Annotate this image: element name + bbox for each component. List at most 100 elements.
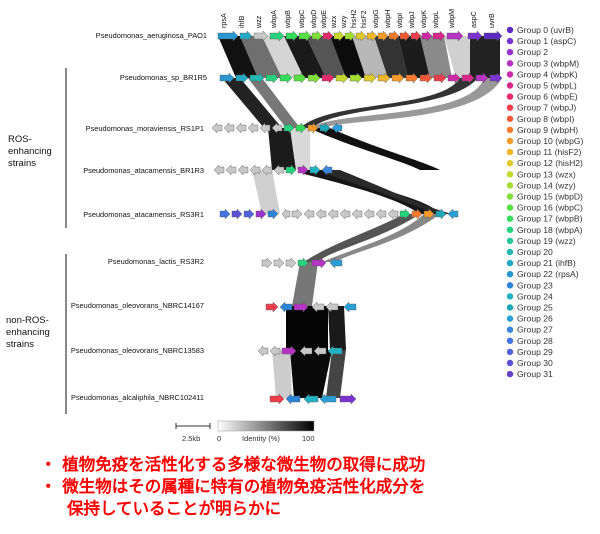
gene-arrow <box>447 208 459 220</box>
legend-label: Group 18 (wbpA) <box>517 225 583 235</box>
gene-arrow <box>237 164 249 176</box>
gene-arrow <box>307 72 321 84</box>
identity-link <box>420 36 452 78</box>
identity-link <box>374 36 408 78</box>
gene-arrow <box>259 122 271 134</box>
identity-min-label: 0 <box>217 434 221 443</box>
non-ros-label-line: non-ROS- <box>6 315 49 326</box>
gene-label: hisH2 <box>349 10 358 28</box>
legend-label: Group 0 (uvrB) <box>517 25 574 35</box>
identity-link <box>300 78 478 128</box>
length-scale-bar: 2.5kb <box>175 423 211 443</box>
gene-arrow <box>297 164 309 176</box>
gene-arrow <box>446 30 464 42</box>
legend-swatch <box>506 182 514 189</box>
gene-arrow <box>243 208 255 220</box>
legend-swatch <box>506 37 514 45</box>
gene-arrow <box>387 208 399 220</box>
gene-arrow <box>321 72 335 84</box>
legend-label: Group 17 (wbpB) <box>517 214 583 224</box>
legend-label: Group 21 (ihfB) <box>517 258 576 268</box>
gene-arrows <box>211 30 503 405</box>
gene-arrow <box>461 72 475 84</box>
legend-label: Group 23 <box>517 280 553 290</box>
gene-arrow <box>311 257 327 269</box>
legend-swatch <box>506 49 514 56</box>
gene-arrow <box>355 30 367 42</box>
legend-swatch <box>506 237 514 245</box>
identity-link <box>310 128 440 170</box>
gene-arrow <box>231 208 243 220</box>
gene-arrow <box>333 30 345 42</box>
gene-arrow <box>421 30 433 42</box>
legend-swatch <box>506 93 514 100</box>
identity-label: Identity (%) <box>242 434 280 443</box>
legend-swatch <box>506 326 514 333</box>
gene-arrow <box>410 30 422 42</box>
gene-arrow <box>307 122 319 134</box>
legend-swatch <box>506 26 514 34</box>
summary-line: ・ 植物免疫を活性化する多様な微生物の取得に成功 <box>40 455 426 474</box>
gene-arrow <box>377 30 389 42</box>
gene-arrow <box>319 122 331 134</box>
ros-label-line: strains <box>8 158 36 169</box>
non-ros-group-label: non-ROS- enhancing strains <box>6 254 67 414</box>
identity-link <box>252 170 280 214</box>
gene-arrow <box>281 345 297 357</box>
gene-arrow <box>467 30 483 42</box>
gene-arrow <box>213 164 225 176</box>
identity-link <box>304 214 420 262</box>
strain-label: Pseudomonas_oleovorans_NBRC13583 <box>71 346 204 355</box>
gene-arrow <box>475 72 489 84</box>
legend-swatch <box>506 160 514 167</box>
gene-arrow <box>269 30 285 42</box>
identity-link <box>272 350 292 398</box>
identity-link <box>330 36 366 78</box>
legend-swatch <box>506 60 514 67</box>
gene-arrow <box>375 208 387 220</box>
gene-arrow <box>235 72 249 84</box>
legend-swatch <box>506 259 514 267</box>
gene-arrow <box>217 30 239 42</box>
gene-label: hisF2 <box>359 10 368 28</box>
legend-label: Group 9 (wbpH) <box>517 125 578 135</box>
gene-label: uvrB <box>487 13 496 28</box>
gene-arrow <box>261 164 273 176</box>
legend-swatch <box>506 315 514 322</box>
gene-arrow <box>285 164 297 176</box>
gene-arrow <box>329 257 343 269</box>
legend-label: Group 13 (wzx) <box>517 169 576 179</box>
gene-arrow <box>391 72 405 84</box>
legend-label: Group 16 (wbpC) <box>517 203 583 213</box>
ros-label-line: ROS- <box>8 134 32 145</box>
gene-arrow <box>265 301 279 313</box>
identity-link <box>290 128 310 170</box>
gene-arrow <box>273 257 285 269</box>
gene-arrow <box>249 164 261 176</box>
gene-label: wzx <box>329 15 338 29</box>
legend-label: Group 6 (wbpE) <box>517 92 578 102</box>
gene-arrow <box>363 208 375 220</box>
gene-arrow <box>399 208 411 220</box>
legend-swatch <box>506 215 514 222</box>
legend-swatch <box>506 82 514 89</box>
legend-swatch <box>506 293 514 300</box>
legend-label: Group 12 (hisH2) <box>517 158 583 168</box>
gene-arrow <box>433 72 447 84</box>
identity-link <box>470 36 500 78</box>
gene-arrow <box>223 122 235 134</box>
gene-arrow <box>293 72 307 84</box>
synteny-links <box>218 36 502 398</box>
legend-label: Group 19 (wzz) <box>517 236 576 246</box>
legend-label: Group 4 (wbpK) <box>517 69 578 79</box>
gene-arrow <box>225 164 237 176</box>
gene-label: aspC <box>469 11 478 28</box>
legend-swatch <box>506 71 514 78</box>
gene-arrow <box>298 30 312 42</box>
gene-name-labels: rpsA ihfB wzz wbpA wbpB wbpC wbpD wbpE w… <box>219 9 496 29</box>
legend-label: Group 26 <box>517 314 553 324</box>
gene-arrow <box>273 164 285 176</box>
gene-label: wbpI <box>395 13 404 29</box>
identity-link <box>352 36 388 78</box>
